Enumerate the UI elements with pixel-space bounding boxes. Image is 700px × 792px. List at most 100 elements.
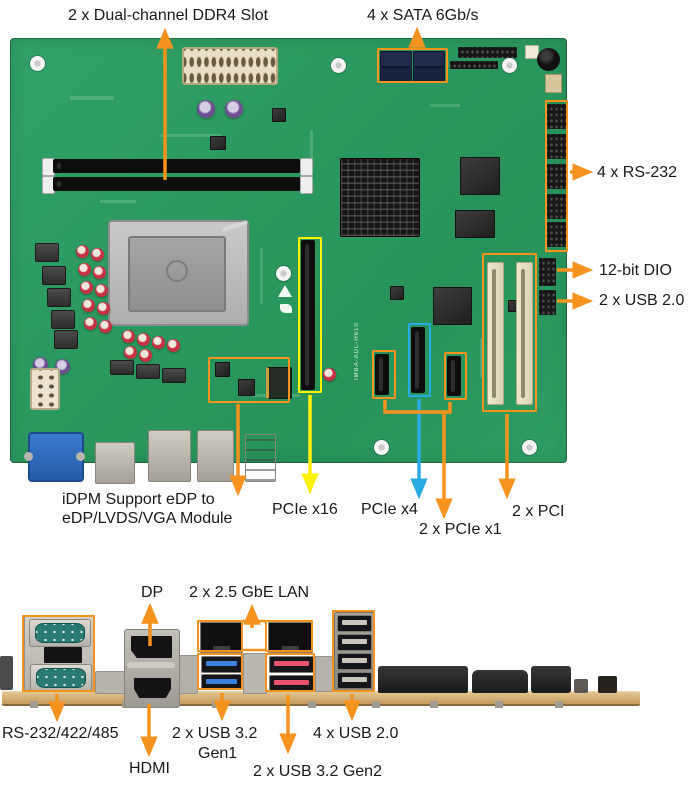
chip — [215, 362, 230, 377]
usb32-gen1-port — [201, 656, 242, 673]
dimm-latch — [300, 176, 313, 194]
vrm-choke — [47, 288, 71, 307]
label-pcie-x1: 2 x PCIe x1 — [419, 521, 502, 538]
rs232-highlight-box — [545, 100, 568, 252]
pcie-x1-slot — [375, 354, 389, 395]
serial-port-gap — [44, 647, 82, 663]
capacitor — [225, 100, 243, 118]
buzzer — [537, 48, 560, 71]
vga-serial-connector — [28, 432, 84, 482]
label-pcie-x16: PCIe x16 — [272, 501, 338, 518]
pcie-x4-highlight-box — [408, 323, 431, 397]
pcie-x16-slot — [301, 240, 315, 390]
usb32-gen1-highlight-box — [197, 653, 243, 690]
edp-module-connector — [266, 367, 292, 399]
usb20-port — [337, 653, 372, 670]
label-rs232: 4 x RS-232 — [597, 164, 678, 181]
pcie-x1-slot — [447, 356, 461, 396]
edge-component — [531, 666, 571, 693]
housing-groove — [127, 662, 175, 668]
label-usb20: 4 x USB 2.0 — [313, 725, 399, 742]
solder-leg — [212, 701, 220, 708]
capacitor — [91, 248, 104, 261]
label-usb32-gen1-line1: 2 x USB 3.2 — [172, 725, 258, 742]
chip — [455, 210, 495, 238]
lan-highlight-box — [197, 620, 243, 652]
label-ddr4: 2 x Dual-channel DDR4 Slot — [68, 7, 269, 24]
solder-leg — [495, 701, 503, 708]
vrm-mosfet — [136, 364, 160, 379]
label-dp: DP — [141, 584, 164, 601]
bracket-piece — [243, 653, 267, 694]
label-usb20-headers: 2 x USB 2.0 — [599, 292, 685, 309]
idpm-highlight-box — [208, 357, 290, 403]
rear-port-block — [95, 442, 135, 484]
capacitor — [124, 346, 137, 359]
solder-leg — [30, 701, 38, 708]
pcb-trace — [160, 134, 222, 137]
pin-header — [450, 61, 498, 69]
sata-highlight-box — [377, 48, 448, 83]
pcb-trace — [430, 104, 460, 107]
rs232-pin-header — [547, 222, 566, 247]
label-idpm: iDPM Support eDP to eDP/LVDS/VGA Module — [62, 490, 232, 528]
edge-component — [574, 679, 588, 693]
serial-db9-face — [35, 623, 85, 643]
rs232-pin-header — [547, 164, 566, 189]
displayport-port — [131, 636, 172, 658]
pci-slot — [487, 262, 504, 405]
label-idpm-line1: iDPM Support eDP to — [62, 491, 215, 508]
label-pcie-x4: PCIe x4 — [361, 501, 418, 518]
capacitor — [84, 317, 97, 330]
lan-port — [268, 622, 313, 653]
silkscreen-logo — [280, 304, 292, 313]
motherboard-top-view: IMBA-ADL-H610 — [10, 38, 567, 484]
solder-leg — [372, 701, 380, 708]
lan-port — [200, 622, 243, 653]
capacitor — [323, 368, 336, 381]
solder-leg — [430, 701, 438, 708]
label-sata: 4 x SATA 6Gb/s — [367, 7, 479, 24]
pin-header — [458, 47, 517, 58]
usb32-gen2-highlight-box — [265, 653, 315, 692]
mounting-hole — [331, 58, 346, 73]
rs232-pin-header — [547, 134, 566, 159]
capacitor — [137, 333, 150, 346]
bracket-piece — [315, 656, 333, 692]
label-hdmi: HDMI — [129, 760, 170, 777]
edge-component — [598, 676, 617, 693]
label-dio: 12-bit DIO — [599, 262, 672, 279]
label-usb32-gen1-line2: Gen1 — [198, 745, 238, 762]
vrm-choke — [35, 243, 59, 262]
pcie-x1-highlight-box — [444, 352, 467, 400]
capacitor — [139, 349, 152, 362]
usb20-port — [337, 615, 372, 632]
atx-12v-connector — [30, 368, 60, 410]
chip — [433, 287, 472, 325]
hdmi-port — [134, 678, 171, 698]
connector-nut — [24, 452, 33, 461]
lan-highlight-box — [265, 620, 313, 652]
serial-db9-face — [36, 668, 86, 688]
mounting-hole — [522, 440, 537, 455]
capacitor — [197, 100, 215, 118]
mounting-hole — [502, 58, 517, 73]
usb20-highlight-box — [332, 610, 375, 692]
mounting-hole — [276, 266, 291, 281]
capacitor — [152, 336, 165, 349]
solder-leg — [555, 701, 563, 708]
pci-highlight-box — [482, 253, 537, 412]
pci-slot — [516, 262, 533, 405]
atx-24pin-connector — [182, 47, 278, 85]
pcb-trace — [310, 130, 313, 164]
cpu-socket-mark — [166, 260, 188, 282]
sata-port — [413, 51, 445, 67]
capacitor — [80, 281, 93, 294]
chip — [210, 136, 226, 150]
chipset-heatsink — [340, 158, 420, 237]
vrm-choke — [54, 330, 78, 349]
rs232-pin-header — [547, 104, 566, 129]
edge-component — [472, 670, 528, 693]
label-serial: RS-232/422/485 — [2, 725, 119, 742]
vrm-mosfet — [162, 368, 186, 383]
